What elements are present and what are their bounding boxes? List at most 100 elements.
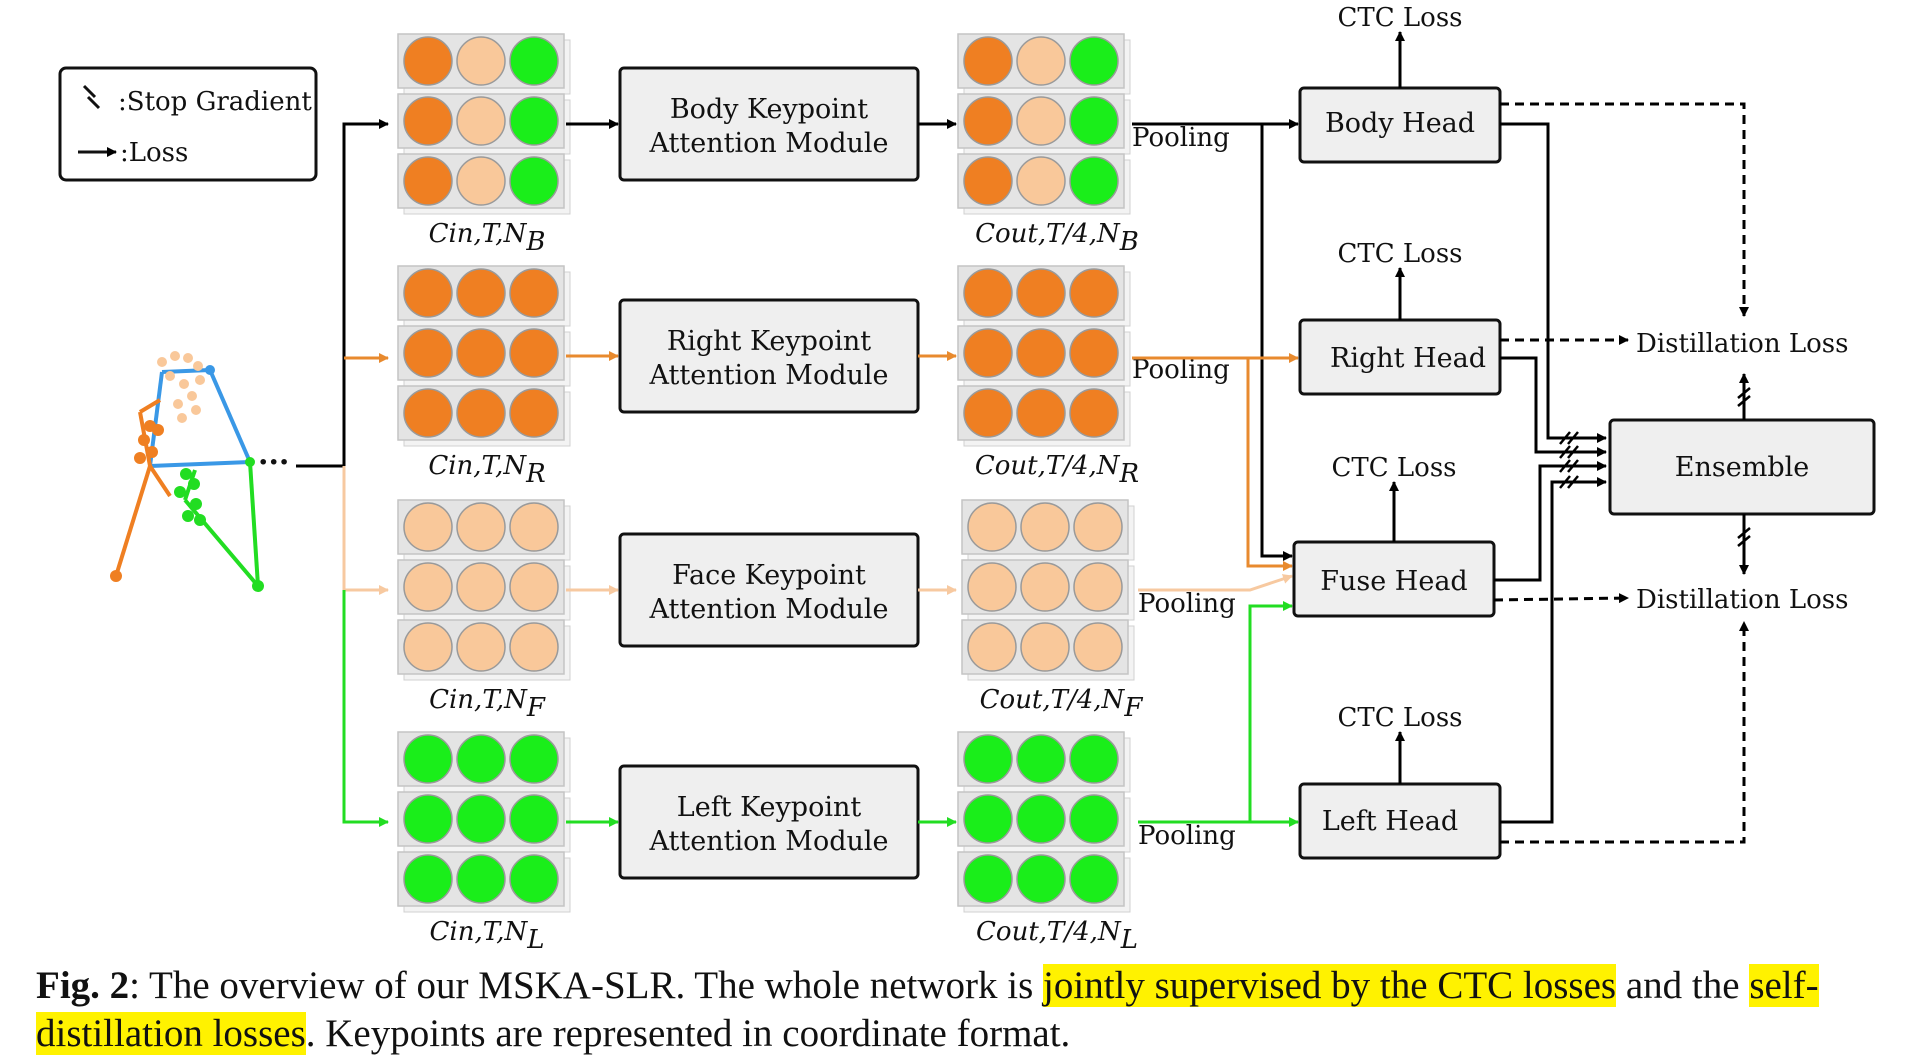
right-head-label: Right Head bbox=[1330, 343, 1486, 374]
keypoint-dot bbox=[456, 268, 506, 318]
keypoint-dot bbox=[967, 502, 1017, 552]
keypoint-dot bbox=[1069, 156, 1119, 206]
keypoint-dot bbox=[1016, 156, 1066, 206]
legend-stop-gradient: :Stop Gradient bbox=[118, 87, 312, 117]
output-dims-face: Cout,T/4,NF bbox=[980, 685, 1144, 723]
keypoint-dot bbox=[403, 156, 453, 206]
ctc-loss-body: CTC Loss bbox=[1338, 3, 1463, 33]
keypoint-dot bbox=[967, 562, 1017, 612]
output-grid-left bbox=[957, 731, 1131, 913]
keypoint-dot bbox=[456, 734, 506, 784]
caption-part1: : The overview of our MSKA-SLR. The whol… bbox=[129, 964, 1044, 1007]
keypoint-dot bbox=[1069, 96, 1119, 146]
output-dims-right: Cout,T/4,NR bbox=[975, 451, 1139, 489]
keypoint-dot bbox=[456, 156, 506, 206]
module-label-left-2: Attention Module bbox=[649, 826, 889, 857]
keypoint-dot bbox=[1020, 562, 1070, 612]
keypoint-dot bbox=[403, 734, 453, 784]
pooling-label-face: Pooling bbox=[1138, 589, 1236, 619]
keypoint-dot bbox=[1016, 734, 1066, 784]
keypoint-dot bbox=[403, 854, 453, 904]
pooling-label-left: Pooling bbox=[1138, 821, 1236, 851]
caption-part3: . Keypoints are represented in coordinat… bbox=[305, 1012, 1071, 1055]
keypoint-dot bbox=[456, 96, 506, 146]
module-label-body-2: Attention Module bbox=[649, 128, 889, 159]
module-label-body-1: Body Keypoint bbox=[670, 94, 868, 125]
keypoint-dot bbox=[1016, 36, 1066, 86]
legend-loss: :Loss bbox=[120, 138, 188, 168]
keypoint-dot bbox=[963, 388, 1013, 438]
left-head-label: Left Head bbox=[1322, 806, 1458, 837]
keypoint-dot bbox=[1073, 502, 1123, 552]
ensemble-label: Ensemble bbox=[1675, 452, 1809, 483]
keypoint-dot bbox=[456, 562, 506, 612]
skeleton-figure: ··· bbox=[110, 351, 289, 592]
keypoint-dot bbox=[1069, 268, 1119, 318]
input-dims-right: Cin,T,NR bbox=[428, 451, 545, 489]
keypoint-dot bbox=[967, 622, 1017, 672]
keypoint-dot bbox=[1016, 328, 1066, 378]
keypoint-dot bbox=[509, 36, 559, 86]
keypoint-dot bbox=[1016, 854, 1066, 904]
ensemble-connections bbox=[1494, 122, 1607, 824]
distillation-connections bbox=[1493, 102, 1749, 844]
pooling-label-body: Pooling bbox=[1132, 123, 1230, 153]
keypoint-dot bbox=[403, 794, 453, 844]
keypoint-dot bbox=[509, 156, 559, 206]
keypoint-dot bbox=[1020, 502, 1070, 552]
skeleton-ellipsis: ··· bbox=[258, 445, 289, 480]
module-label-right-1: Right Keypoint bbox=[667, 326, 871, 357]
keypoint-dot bbox=[403, 96, 453, 146]
keypoint-dot bbox=[509, 622, 559, 672]
output-grid-body bbox=[957, 33, 1131, 215]
keypoint-dot bbox=[403, 502, 453, 552]
keypoint-dot bbox=[509, 794, 559, 844]
keypoint-dot bbox=[1069, 388, 1119, 438]
keypoint-dot bbox=[456, 622, 506, 672]
keypoint-dot bbox=[509, 268, 559, 318]
keypoint-dot bbox=[1020, 622, 1070, 672]
keypoint-dot bbox=[1069, 734, 1119, 784]
keypoint-dot bbox=[509, 328, 559, 378]
keypoint-dot bbox=[963, 854, 1013, 904]
keypoint-dot bbox=[456, 328, 506, 378]
architecture-diagram: :Stop Gradient :Loss bbox=[58, 3, 1876, 955]
keypoint-dot bbox=[1069, 328, 1119, 378]
keypoint-dot bbox=[1016, 794, 1066, 844]
output-grid-right bbox=[957, 265, 1131, 447]
pooling-connections bbox=[1132, 119, 1299, 827]
keypoint-dot bbox=[1069, 794, 1119, 844]
keypoint-dot bbox=[509, 96, 559, 146]
module-label-face-1: Face Keypoint bbox=[672, 560, 866, 591]
ctc-losses: CTC Loss CTC Loss CTC Loss CTC Loss bbox=[1332, 3, 1463, 784]
input-grid-body bbox=[397, 33, 571, 215]
keypoint-dot bbox=[509, 502, 559, 552]
keypoint-dot bbox=[509, 854, 559, 904]
stop-gradient-icon bbox=[82, 84, 101, 110]
input-dims-left: Cin,T,NL bbox=[429, 917, 544, 955]
caption-highlight1: jointly supervised by the CTC losses bbox=[1043, 964, 1617, 1007]
keypoint-dot bbox=[403, 562, 453, 612]
keypoint-dot bbox=[456, 794, 506, 844]
fuse-head-label: Fuse Head bbox=[1320, 566, 1467, 597]
keypoint-dot bbox=[963, 794, 1013, 844]
keypoint-dot bbox=[403, 388, 453, 438]
keypoint-dot bbox=[963, 328, 1013, 378]
input-grid-face bbox=[397, 499, 571, 681]
keypoint-dot bbox=[403, 36, 453, 86]
keypoint-dot bbox=[1073, 562, 1123, 612]
module-label-face-2: Attention Module bbox=[649, 594, 889, 625]
input-grid-left bbox=[397, 731, 571, 913]
legend: :Stop Gradient :Loss bbox=[58, 66, 318, 182]
module-label-right-2: Attention Module bbox=[649, 360, 889, 391]
keypoint-dot bbox=[1016, 388, 1066, 438]
keypoint-dot bbox=[403, 268, 453, 318]
ctc-loss-fuse: CTC Loss bbox=[1332, 453, 1457, 483]
keypoint-dot bbox=[1016, 96, 1066, 146]
keypoint-dot bbox=[1073, 622, 1123, 672]
pooling-label-right: Pooling bbox=[1132, 355, 1230, 385]
